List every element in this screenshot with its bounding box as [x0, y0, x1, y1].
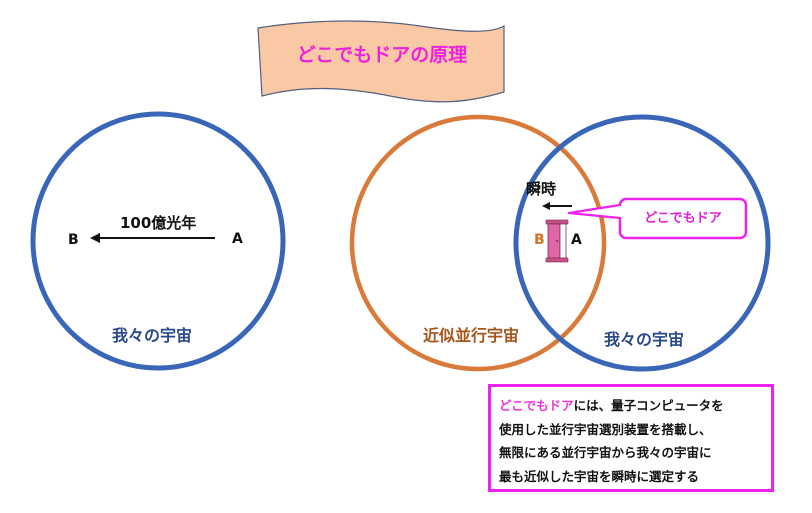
instant-arrow-head-icon	[542, 202, 550, 210]
parallel-universe-label: 近似並行宇宙	[423, 326, 520, 345]
point-a-left: A	[232, 231, 243, 247]
note-line-2: 使用した並行宇宙選別装置を搭載し、	[499, 421, 712, 437]
our-universe-label-right: 我々の宇宙	[604, 330, 685, 349]
our-universe-label-left: 我々の宇宙	[112, 326, 193, 345]
explanation-note: どこでもドアには、量子コンピュータを 使用した並行宇宙選別装置を搭載し、 無限に…	[488, 384, 774, 492]
note-line-4: 最も近似した宇宙を瞬時に選定する	[499, 468, 700, 484]
point-b-right: B	[534, 232, 545, 248]
our-universe-circle-left	[30, 111, 286, 371]
door-callout	[567, 197, 748, 240]
point-a-right: A	[571, 232, 582, 248]
distance-label: 100億光年	[120, 214, 197, 232]
callout-label: どこでもドア	[644, 211, 722, 226]
point-b-left: B	[68, 232, 79, 248]
instant-label: 瞬時	[526, 180, 557, 198]
note-line-1-rest: には、量子コンピュータを	[573, 398, 724, 413]
title-banner	[257, 20, 505, 103]
page-title: どこでもドアの原理	[296, 44, 468, 66]
note-line-3: 無限にある並行宇宙から我々の宇宙に	[499, 445, 712, 460]
parallel-universe-circle	[349, 114, 607, 372]
our-universe-circle-right	[513, 114, 771, 372]
door-icon	[545, 219, 569, 263]
note-line-1: どこでもドアには、量子コンピュータを	[499, 394, 771, 418]
note-highlight: どこでもドア	[499, 398, 574, 413]
arrow-head-icon	[90, 233, 100, 243]
